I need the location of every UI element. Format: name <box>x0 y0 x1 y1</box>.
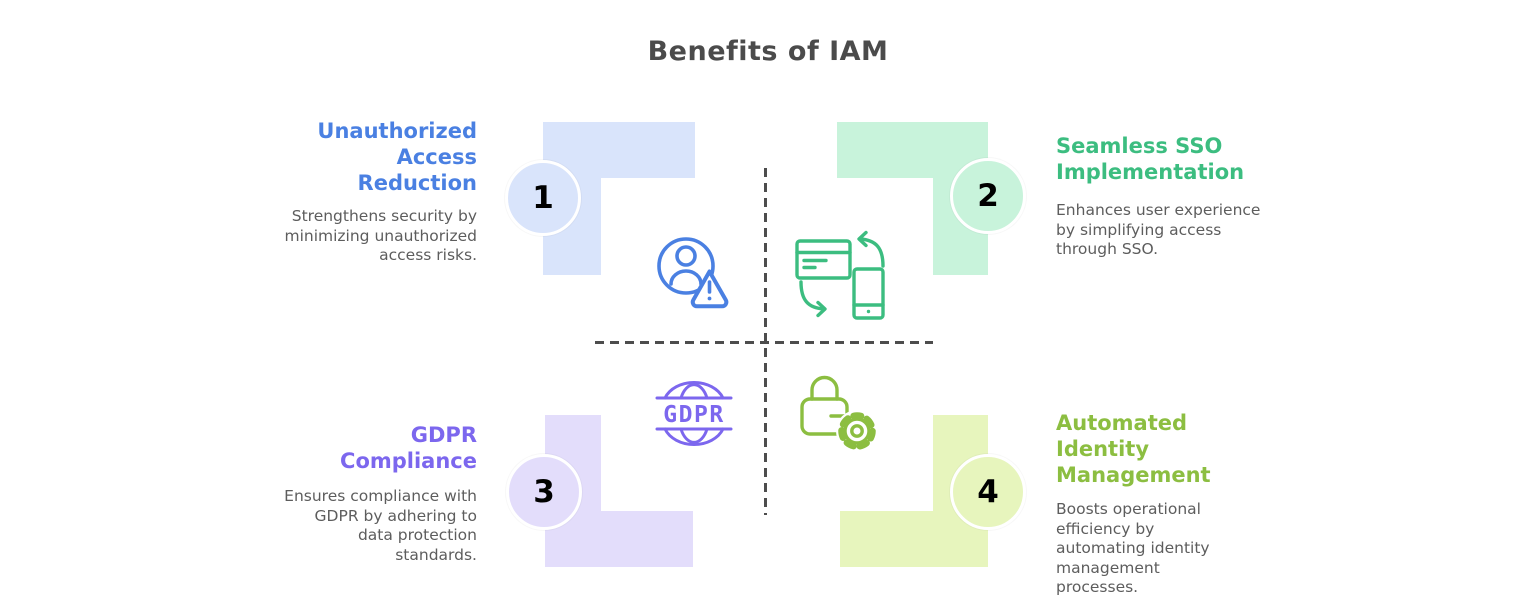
quadrant-2-number-badge: 2 <box>950 158 1026 234</box>
quadrant-4-number-badge: 4 <box>950 454 1026 530</box>
quadrant-1-heading: Unauthorized Access Reduction <box>317 119 477 195</box>
page-title: Benefits of IAM <box>647 36 889 67</box>
quadrant-2-description: Enhances user experience by simplifying … <box>1056 201 1261 258</box>
quadrant-3-heading: GDPR Compliance <box>340 423 477 473</box>
quadrant-3-description: Ensures compliance with GDPR by adhering… <box>284 487 477 564</box>
user-alert-icon <box>657 237 729 309</box>
lock-gear-icon <box>800 375 878 452</box>
gdpr-globe-icon: GDPR <box>655 381 733 446</box>
quadrant-3-shape <box>545 511 693 567</box>
quadrant-4-heading: Automated Identity Management <box>1056 411 1211 487</box>
quadrant-2-heading: Seamless SSO Implementation <box>1056 134 1245 184</box>
quadrant-1-description: Strengthens security by minimizing unaut… <box>284 207 477 264</box>
quadrant-1-number-badge: 1 <box>505 160 581 236</box>
quadrant-4-description: Boosts operational efficiency by automat… <box>1056 500 1210 596</box>
gdpr-icon-label: GDPR <box>663 402 724 428</box>
quadrant-3-number-badge: 3 <box>506 454 582 530</box>
vertical-dashed-divider <box>764 168 767 515</box>
device-sync-icon <box>795 230 885 320</box>
